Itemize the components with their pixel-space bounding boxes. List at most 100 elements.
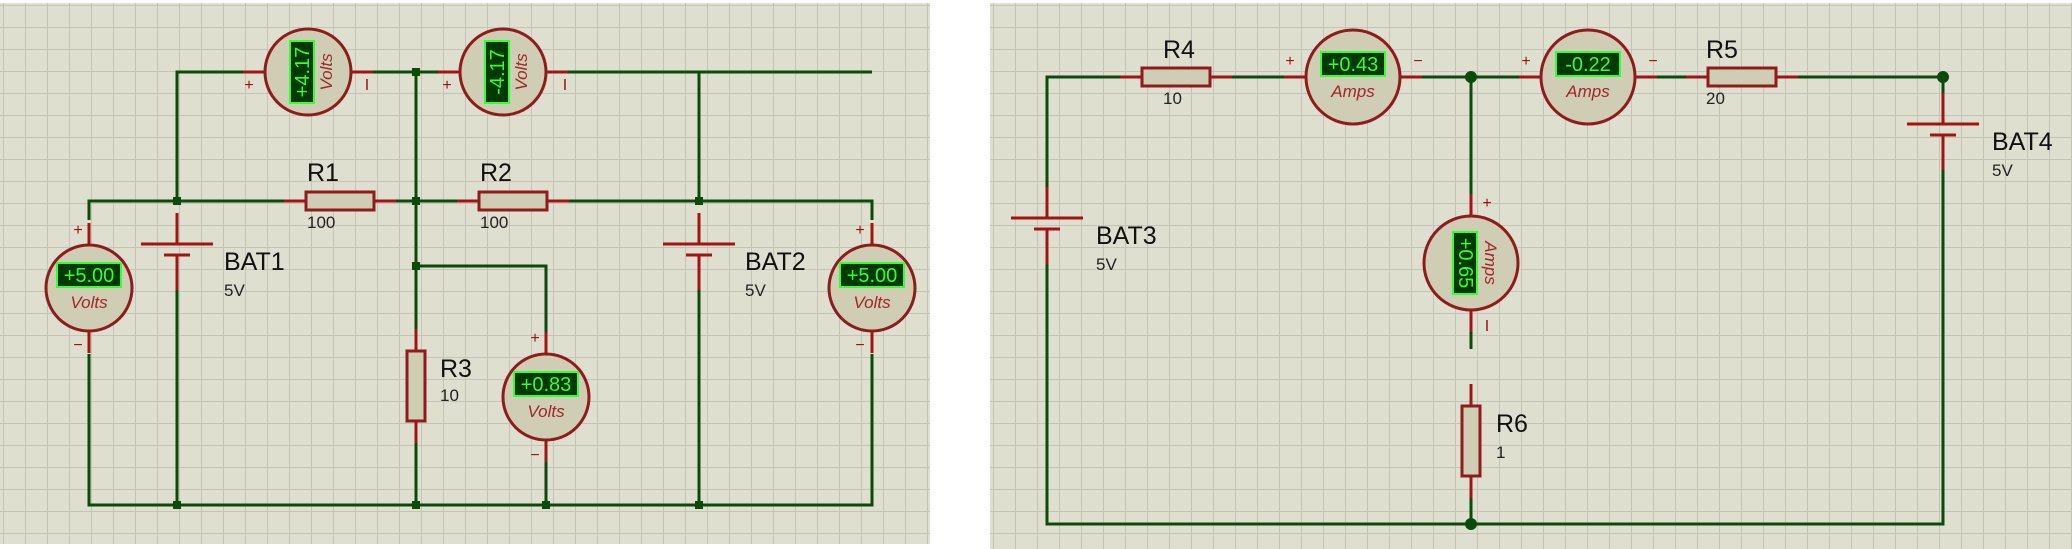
battery-bat4[interactable]: BAT4 5V <box>1907 122 2053 180</box>
meter-unit-label: Amps <box>1330 82 1375 101</box>
resistor-value-label: 100 <box>307 213 335 232</box>
meter-minus-terminal-label: I <box>1485 318 1489 335</box>
resistor-ref-label: R4 <box>1163 36 1195 64</box>
wires <box>87 68 1949 530</box>
meter-plus-terminal-label: + <box>73 222 82 239</box>
resistor-body[interactable] <box>1460 404 1482 478</box>
battery-value-label: 5V <box>224 281 245 300</box>
battery-bat2[interactable]: BAT2 5V <box>663 242 806 300</box>
meter-reading: +4.17 <box>292 47 314 98</box>
resistor-ref-label: R1 <box>307 159 339 187</box>
meter-display <box>56 262 122 288</box>
junction-dot <box>173 501 181 509</box>
resistor-r2[interactable]: R2 100 <box>477 159 549 232</box>
resistor-ref-label: R5 <box>1706 36 1738 64</box>
meter-plus-terminal-label: + <box>530 330 539 347</box>
meter-minus-terminal-label: − <box>855 337 864 354</box>
meter-minus-terminal-label: I <box>563 77 567 94</box>
resistor-body[interactable] <box>477 190 549 212</box>
meter-reading: +5.00 <box>64 265 115 287</box>
meter-display <box>1320 51 1386 77</box>
meter-unit-label: Volts <box>512 53 531 91</box>
meter-plus-terminal-label: + <box>244 77 253 94</box>
battery-value-label: 5V <box>745 281 766 300</box>
wire-top <box>175 70 872 201</box>
meter-reading: -0.22 <box>1565 54 1611 76</box>
junction-dot <box>542 501 550 509</box>
right-schematic-panel <box>990 3 2072 549</box>
junction-dot <box>695 197 703 205</box>
meter-reading: +5.00 <box>847 265 898 287</box>
meter-plus-terminal-label: + <box>1521 53 1530 70</box>
junction-dot <box>695 501 703 509</box>
meter-plus-terminal-label: + <box>442 77 451 94</box>
junction-dot <box>412 262 420 270</box>
meter-unit-label: Volts <box>853 293 891 312</box>
meter-reading: +0.65 <box>1454 238 1476 289</box>
resistor-body[interactable] <box>405 349 427 423</box>
battery-value-label: 5V <box>1096 255 1117 274</box>
resistor-ref-label: R6 <box>1496 410 1528 438</box>
resistor-body[interactable] <box>1706 66 1778 88</box>
meter-unit-label: Volts <box>70 293 108 312</box>
wire-branch-vm3 <box>416 264 548 332</box>
battery-ref-label: BAT2 <box>745 248 806 276</box>
resistor-ref-label: R3 <box>440 355 472 383</box>
junction-dot <box>173 197 181 205</box>
meter-display <box>484 40 510 104</box>
meter-minus-terminal-label: − <box>1648 53 1657 70</box>
resistor-body[interactable] <box>304 190 376 212</box>
meter-reading: +0.83 <box>521 374 572 396</box>
meter-unit-label: Amps <box>1565 82 1610 101</box>
junction-dot <box>412 501 420 509</box>
meter-minus-terminal-label: − <box>73 337 82 354</box>
meter-plus-terminal-label: + <box>1482 195 1491 212</box>
meter-unit-label: Volts <box>527 402 565 421</box>
wire-bottom <box>87 354 874 507</box>
resistor-ref-label: R2 <box>480 159 512 187</box>
wire-bottom-right-panel <box>1045 170 1945 526</box>
meter-display <box>839 262 905 288</box>
meter-reading: -4.17 <box>487 49 509 95</box>
battery-bat1[interactable]: BAT1 5V <box>141 242 285 300</box>
battery-bat3[interactable]: BAT3 5V <box>1011 216 1157 274</box>
meter-reading: +0.43 <box>1328 54 1379 76</box>
battery-ref-label: BAT1 <box>224 248 285 276</box>
battery-ref-label: BAT3 <box>1096 222 1157 250</box>
meter-minus-terminal-label: − <box>1413 53 1422 70</box>
meter-plus-terminal-label: + <box>855 222 864 239</box>
meter-plus-terminal-label: + <box>1285 53 1294 70</box>
resistor-value-label: 100 <box>480 213 508 232</box>
meter-display <box>1555 51 1621 77</box>
meter-minus-terminal-label: − <box>530 447 539 464</box>
resistor-r4[interactable]: R4 10 <box>1140 36 1212 108</box>
resistor-r6[interactable]: R61 <box>1460 404 1528 478</box>
resistor-r1[interactable]: R1 100 <box>304 159 376 232</box>
junction-dot <box>1937 71 1949 83</box>
wire-top-right-panel <box>1045 75 1945 187</box>
resistor-value-label: 10 <box>1163 89 1182 108</box>
battery-ref-label: BAT4 <box>1992 128 2053 156</box>
resistor-value-label: 1 <box>1496 443 1505 462</box>
meter-display <box>513 371 579 397</box>
battery-value-label: 5V <box>1992 161 2013 180</box>
resistor-body[interactable] <box>1140 66 1212 88</box>
junction-dot <box>1465 518 1477 530</box>
resistor-value-label: 10 <box>440 386 459 405</box>
meter-unit-label: Volts <box>317 53 336 91</box>
